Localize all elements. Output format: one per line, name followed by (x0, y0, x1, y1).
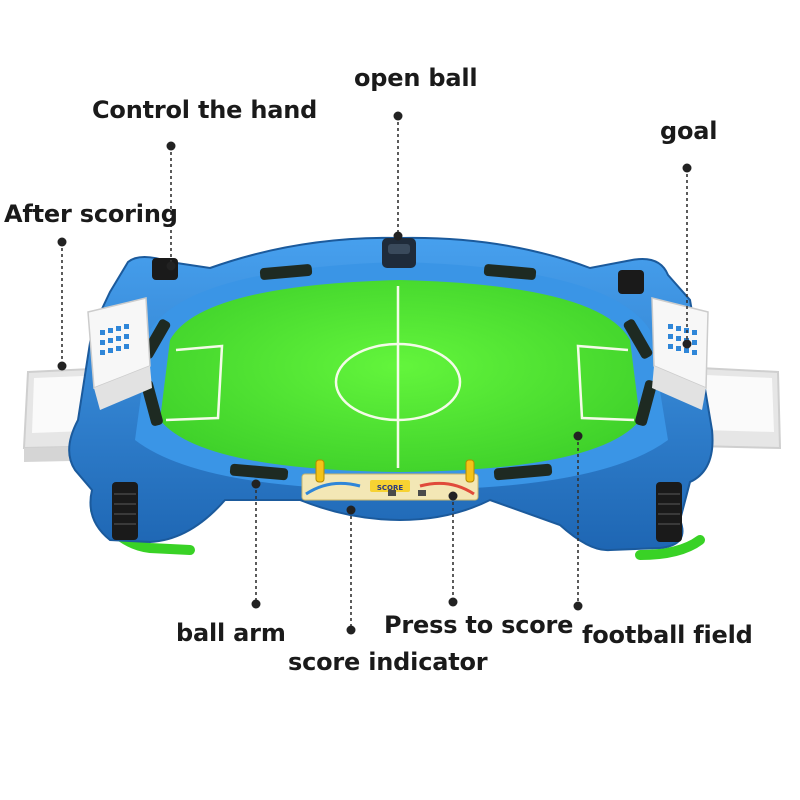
label-football-field: football field (582, 621, 753, 649)
label-after-scoring: After scoring (4, 200, 178, 228)
left-goal (87, 297, 152, 410)
label-control-the-hand: Control the hand (92, 96, 318, 124)
label-press-to-score: Press to score (384, 611, 574, 639)
score-pegs (315, 459, 475, 483)
label-ball-arm: ball arm (176, 619, 286, 647)
leader-dots (57, 111, 692, 635)
handle-ribs (114, 493, 680, 525)
control-handles (112, 258, 682, 542)
base-plate-right (635, 535, 705, 560)
label-open-ball: open ball (354, 64, 478, 92)
leader-lines (61, 116, 688, 630)
right-goal (651, 297, 709, 410)
ball-arms (141, 264, 657, 481)
label-score-indicator: score indicator (288, 648, 488, 676)
label-goal: goal (660, 117, 718, 145)
scoreboard-text: SCORE (377, 484, 404, 492)
score-indicator-panel (301, 473, 479, 501)
right-ball-tray (694, 366, 782, 450)
open-ball-slot (382, 238, 416, 268)
football-field (160, 280, 640, 472)
field-markings (165, 286, 635, 468)
